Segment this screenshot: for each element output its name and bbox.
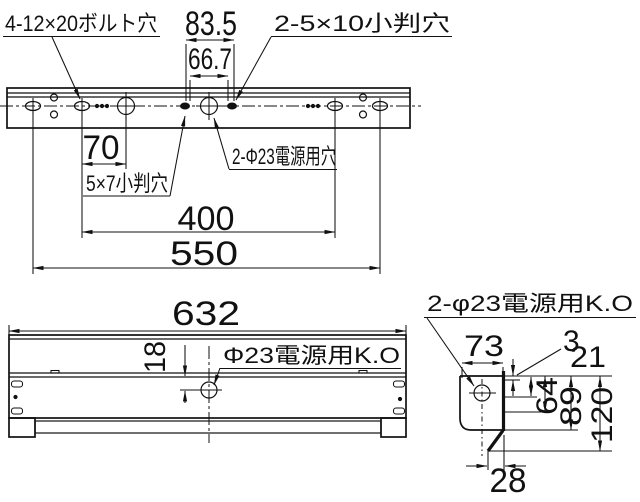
bolt-hole-label: 4-12×20ボルト穴 (5, 11, 157, 36)
side-knockout-callout: Φ23電源用K.O (213, 343, 401, 386)
foot-right (380, 417, 407, 438)
dim-73-text: 73 (464, 330, 504, 363)
small-holes (49, 93, 368, 119)
dim-66-7-text: 66.7 (188, 43, 232, 76)
dim-3-text: 3 (563, 325, 580, 358)
oval-hole-label: 2-5×10小判穴 (274, 11, 450, 36)
bolt-holes (24, 98, 389, 114)
dim-21: 21 (528, 341, 606, 397)
dim-632-text: 632 (172, 295, 240, 333)
power-hole-label: 2-Φ23電源用穴 (232, 144, 336, 169)
end-channel (459, 371, 506, 456)
dim-18-text: 18 (139, 341, 172, 373)
power-hole-callout: 2-Φ23電源用穴 (213, 117, 337, 171)
dim-70-text: 70 (83, 129, 120, 167)
end-view: 2-φ23電源用K.O 73 (424, 291, 636, 500)
foot-left (8, 417, 36, 438)
dim-21-text: 21 (570, 341, 606, 374)
small-oval-callout: 5×7小判穴 (83, 115, 186, 197)
dim-120: 120 (586, 376, 619, 452)
dim-550: 550 (32, 112, 381, 274)
small-oval-hole (227, 102, 237, 110)
dim-89: 89 (555, 376, 588, 431)
dim-632: 632 (8, 295, 407, 338)
end-slots (10, 380, 406, 415)
power-holes (113, 92, 222, 120)
bolt-hole-callout: 4-12×20ボルト穴 (3, 11, 160, 100)
dim-120-text: 120 (586, 387, 619, 443)
dim-28: 28 (466, 435, 527, 500)
side-knockout-label: Φ23電源用K.O (223, 343, 400, 368)
dim-28-text: 28 (490, 462, 527, 500)
oval-hole-callout: 2-5×10小判穴 (235, 11, 452, 101)
top-view-body (6, 87, 411, 129)
small-oval-hole (180, 102, 190, 110)
dim-83-5-text: 83.5 (185, 5, 237, 43)
dim-18: 18 (139, 341, 188, 403)
dim-550-text: 550 (170, 235, 238, 273)
end-knockout-label: 2-φ23電源用K.O (427, 291, 633, 316)
dim-400: 400 (81, 112, 336, 238)
lamp-strip (34, 420, 382, 434)
top-view: 4-12×20ボルト穴 2-5×10小判穴 83.5 66.7 70 (0, 5, 452, 274)
dim-64: 64 (531, 376, 564, 415)
dim-73: 73 (461, 330, 504, 378)
dim-3: 3 (510, 325, 580, 396)
side-view: 632 (8, 295, 407, 443)
dim-83-5: 83.5 (185, 5, 237, 101)
side-knockout (180, 346, 222, 443)
small-oval-label: 5×7小判穴 (86, 171, 168, 196)
dim-66-7: 66.7 (188, 43, 232, 101)
end-knockout-callout: 2-φ23電源用K.O (424, 291, 636, 387)
dim-64-text: 64 (531, 377, 564, 415)
dim-70: 70 (81, 112, 127, 238)
